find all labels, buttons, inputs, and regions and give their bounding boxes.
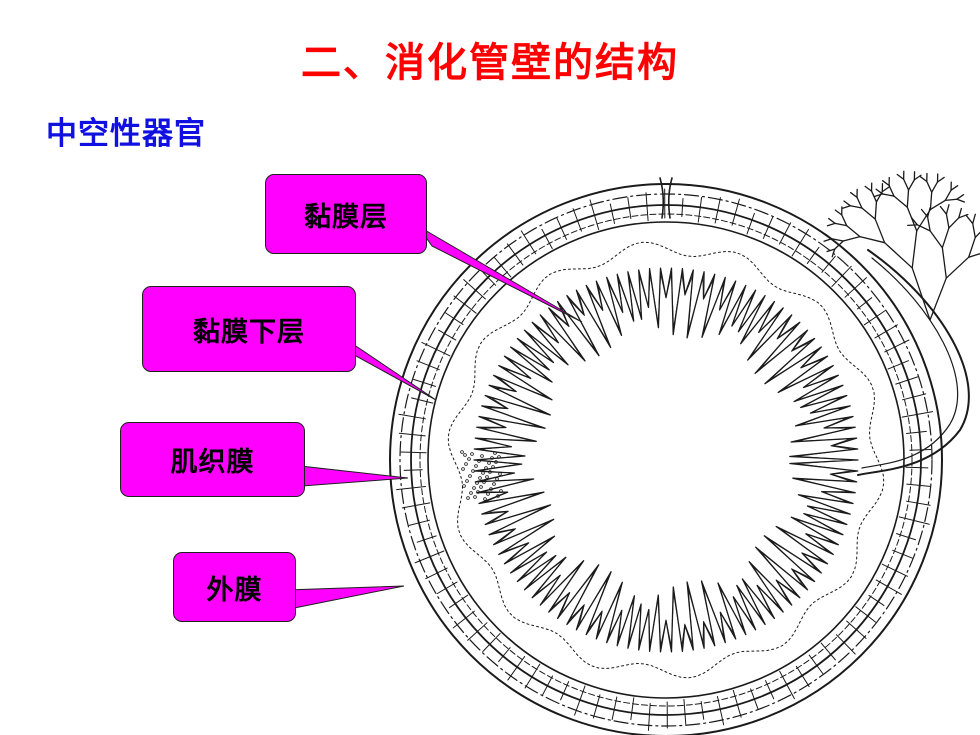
vessel-loop <box>857 249 970 476</box>
label-submucosa-text: 黏膜下层 <box>193 316 305 348</box>
label-muscularis-text: 肌织膜 <box>170 447 255 478</box>
label-adventitia-text: 外膜 <box>206 574 263 606</box>
slide-title: 二、消化管壁的结构 <box>301 40 679 86</box>
pointer-adventitia <box>285 585 405 609</box>
label-submucosa: 黏膜下层 <box>142 286 356 372</box>
label-mucosa: 黏膜层 <box>265 174 427 254</box>
mesenteric-vessel-tree <box>823 170 980 321</box>
mesentery <box>659 177 673 219</box>
muscularis-ring <box>410 204 922 716</box>
lymph-nodule-cluster <box>460 450 503 501</box>
label-adventitia: 外膜 <box>173 552 296 622</box>
slide-subtitle: 中空性器官 <box>46 116 206 152</box>
submucosa-layer <box>447 241 885 679</box>
adventitia-ring <box>389 183 943 735</box>
label-mucosa-text: 黏膜层 <box>304 201 388 233</box>
label-muscularis: 肌织膜 <box>120 422 305 497</box>
mucosa-villi <box>473 267 859 653</box>
pointer-submucosa <box>343 337 437 401</box>
